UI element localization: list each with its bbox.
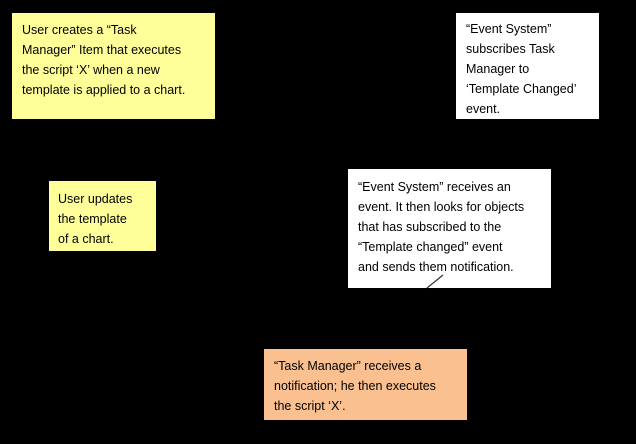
note-event-system-receives-event: “Event System” receives an event. It the… bbox=[348, 169, 551, 288]
note-event-system-subscribes: “Event System” subscribes Task Manager t… bbox=[456, 13, 599, 119]
note-text: User updates the template of a chart. bbox=[58, 192, 133, 246]
note-text: “Event System” receives an event. It the… bbox=[358, 180, 525, 274]
note-user-creates-task-manager: User creates a “Task Manager” Item that … bbox=[12, 13, 215, 119]
note-task-manager-receives-notification: “Task Manager” receives a notification; … bbox=[264, 349, 467, 420]
note-text: “Task Manager” receives a notification; … bbox=[274, 359, 436, 413]
note-text: User creates a “Task Manager” Item that … bbox=[22, 23, 186, 97]
note-user-updates-template: User updates the template of a chart. bbox=[49, 181, 156, 251]
note-text: “Event System” subscribes Task Manager t… bbox=[466, 22, 577, 116]
